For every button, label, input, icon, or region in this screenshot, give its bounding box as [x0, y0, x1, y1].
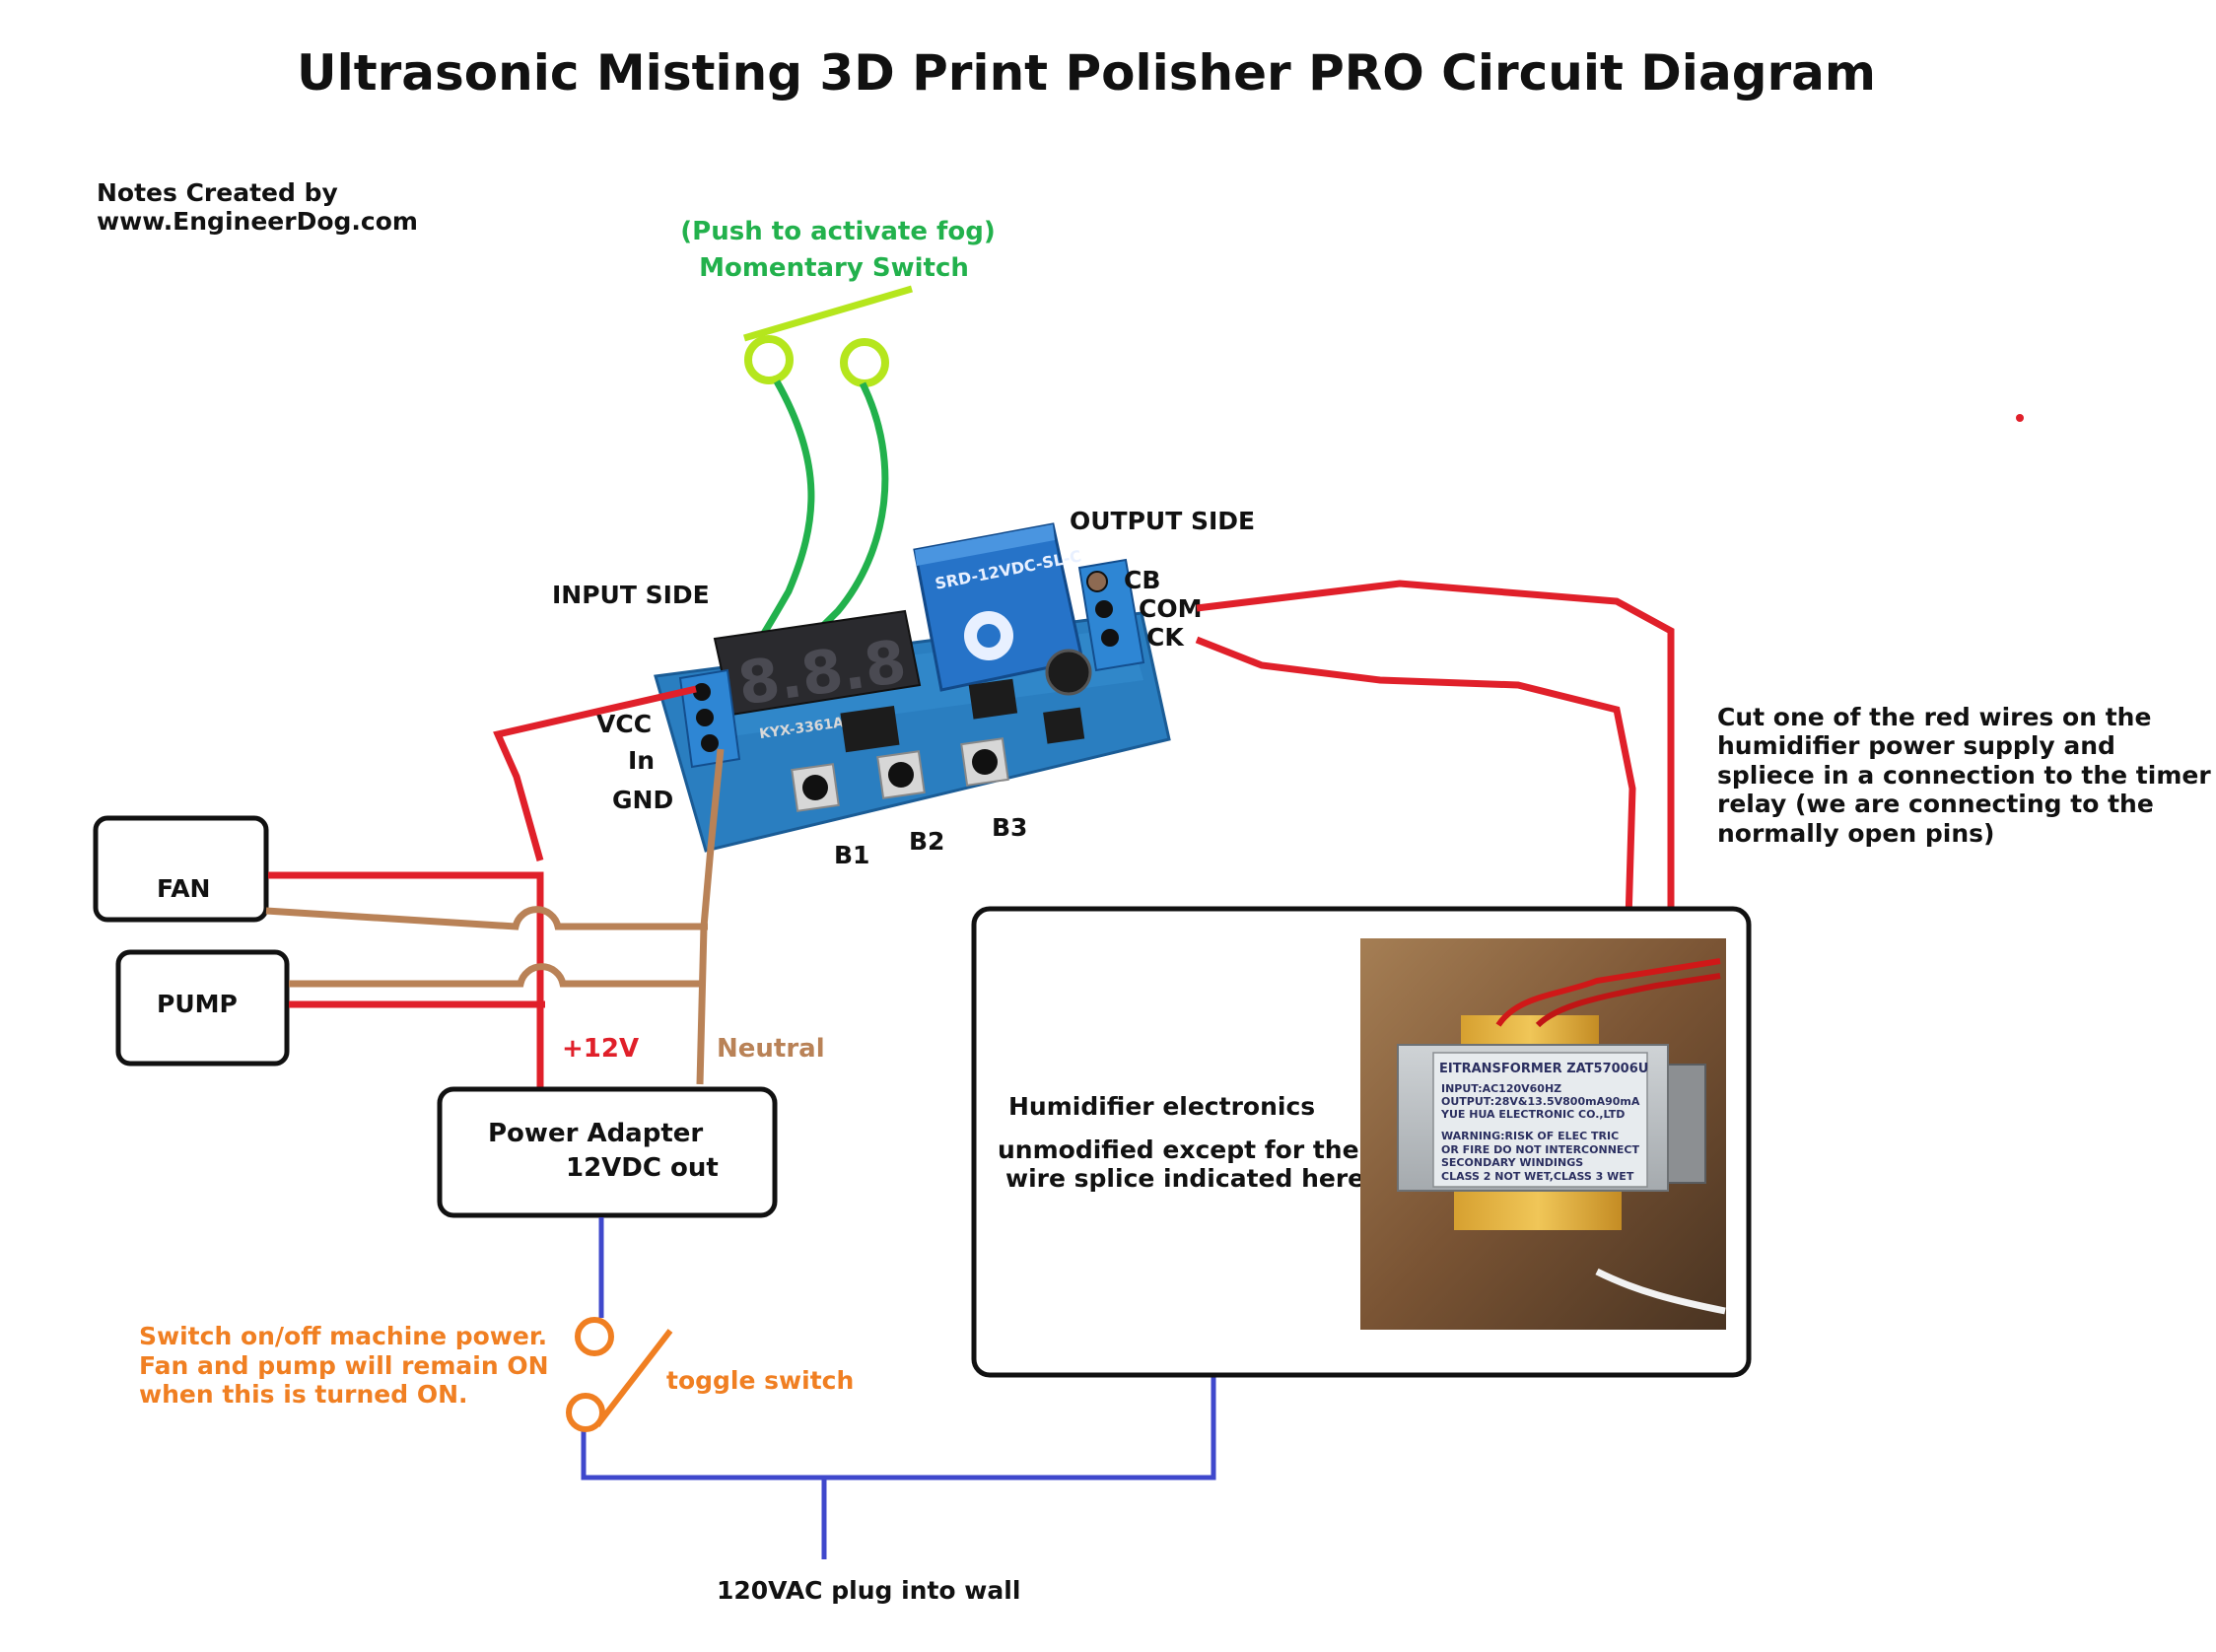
relay-top [915, 524, 1055, 566]
button-b1 [791, 763, 840, 812]
toggle-contact-bottom [566, 1393, 605, 1432]
splice-note-2: humidifier power supply and [1717, 731, 2115, 760]
output-side-label: OUTPUT SIDE [1070, 507, 1255, 535]
humidifier-note-2: wire splice indicated here [1005, 1164, 1364, 1193]
pump-box [115, 949, 290, 1067]
pin-label-com: COM [1139, 594, 1202, 623]
output-screw-com [1095, 600, 1113, 618]
plus-12v-label: +12V [562, 1034, 639, 1064]
toggle-note-1: Switch on/off machine power. [139, 1322, 547, 1350]
input-terminal-block [678, 668, 741, 769]
gnd-wire [696, 748, 725, 1085]
button-b2 [876, 750, 926, 799]
power-adapter-output: 12VDC out [566, 1153, 719, 1183]
photo-red-lead-2 [1535, 973, 1721, 1028]
switch-contact-left [744, 335, 794, 384]
fan-neutral-wire [265, 906, 708, 930]
credit-line-2: www.EngineerDog.com [97, 207, 418, 236]
fan-positive-wire [268, 871, 544, 1087]
power-adapter-label: Power Adapter [488, 1119, 703, 1148]
button-label-b2: B2 [909, 827, 944, 856]
toggle-lever [594, 1329, 673, 1427]
splice-note-3: spliece in a connection to the timer [1717, 761, 2211, 790]
input-screw-vcc [693, 683, 711, 701]
credit-line-1: Notes Created by [97, 178, 338, 207]
toggle-note-3: when this is turned ON. [139, 1380, 468, 1409]
neutral-wiring [265, 748, 725, 1085]
pump-label: PUMP [157, 990, 238, 1018]
wall-plug-label: 120VAC plug into wall [717, 1576, 1020, 1605]
capacitor [1045, 649, 1092, 696]
output-screw-cb [1086, 571, 1108, 592]
toggle-label: toggle switch [666, 1366, 854, 1395]
humidifier-title: Humidifier electronics [1008, 1092, 1315, 1121]
transformer-warning-1: WARNING:RISK OF ELEC TRIC [1441, 1130, 1619, 1142]
splice-note-1: Cut one of the red wires on the [1717, 703, 2151, 731]
page-title: Ultrasonic Misting 3D Print Polisher PRO… [297, 44, 1876, 102]
humidifier-note-1: unmodified except for the [998, 1136, 1359, 1164]
splice-note-4: relay (we are connecting to the [1717, 790, 2154, 818]
vcc-wire [493, 685, 697, 861]
pin-label-vcc: VCC [596, 710, 652, 738]
transformer-warning-2: OR FIRE DO NOT INTERCONNECT [1441, 1143, 1639, 1156]
toggle-note-2: Fan and pump will remain ON [139, 1351, 549, 1380]
button-b1-cap [802, 775, 828, 800]
toggle-return-wire [581, 1375, 1216, 1480]
transformer-spec-1: INPUT:AC120V60HZ [1441, 1082, 1561, 1095]
ac-wiring [581, 1217, 1216, 1559]
switch-name: Momentary Switch [699, 253, 969, 283]
output-terminal-block [1077, 558, 1145, 672]
transformer-spec-2: OUTPUT:28V&13.5V800mA90mA [1441, 1095, 1640, 1108]
pin-label-in: In [628, 746, 655, 775]
pin-label-gnd: GND [612, 786, 673, 814]
button-b3 [960, 737, 1009, 787]
switch-caption: (Push to activate fog) [680, 217, 995, 246]
output-screw-ck [1101, 629, 1119, 647]
switch-contact-right [840, 338, 889, 387]
button-b2-cap [888, 762, 914, 788]
regulator [1043, 707, 1085, 744]
pump-neutral-wire [289, 963, 702, 988]
transformer-title: EITRANSFORMER ZAT57006U [1439, 1062, 1648, 1076]
relay-logo-inner [977, 624, 1001, 648]
button-label-b1: B1 [834, 841, 869, 869]
timer-relay-board: 8.8.8 KYX-3361AS SRD-12VDC-SL-C [654, 522, 1171, 853]
ic-chip [840, 706, 900, 753]
transformer-warning-3: SECONDARY WINDINGS [1441, 1156, 1583, 1169]
transistor [968, 678, 1018, 720]
photo-red-lead-1 [1495, 958, 1721, 1027]
input-screw-in [696, 709, 714, 726]
input-screw-gnd [701, 734, 719, 752]
button-label-b3: B3 [992, 813, 1027, 842]
input-side-label: INPUT SIDE [552, 581, 710, 609]
button-b3-cap [972, 749, 998, 775]
neutral-label: Neutral [717, 1034, 825, 1064]
momentary-switch-symbol [743, 285, 913, 387]
toggle-switch-symbol [566, 1317, 673, 1432]
power-adapter-box [437, 1086, 778, 1218]
fan-box [93, 815, 269, 923]
relay-module: SRD-12VDC-SL-C [913, 522, 1084, 692]
pin-label-cb: CB [1124, 566, 1160, 594]
pin-label-ck: CK [1146, 623, 1185, 652]
toggle-contact-top [575, 1317, 614, 1356]
transformer-photo: EITRANSFORMER ZAT57006U INPUT:AC120V60HZ… [1360, 938, 1726, 1330]
photo-white-leads [1595, 1268, 1726, 1315]
splice-note-5: normally open pins) [1717, 819, 1994, 848]
transformer-label-plate [1432, 1052, 1648, 1188]
transformer-spec-3: YUE HUA ELECTRONIC CO.,LTD [1440, 1108, 1625, 1121]
transformer-warning-4: CLASS 2 NOT WET,CLASS 3 WET [1441, 1170, 1634, 1183]
stray-red-dot [2016, 414, 2024, 422]
fan-label: FAN [157, 874, 210, 903]
output-ck-wire [1195, 636, 1636, 987]
switch-lever [743, 285, 913, 342]
